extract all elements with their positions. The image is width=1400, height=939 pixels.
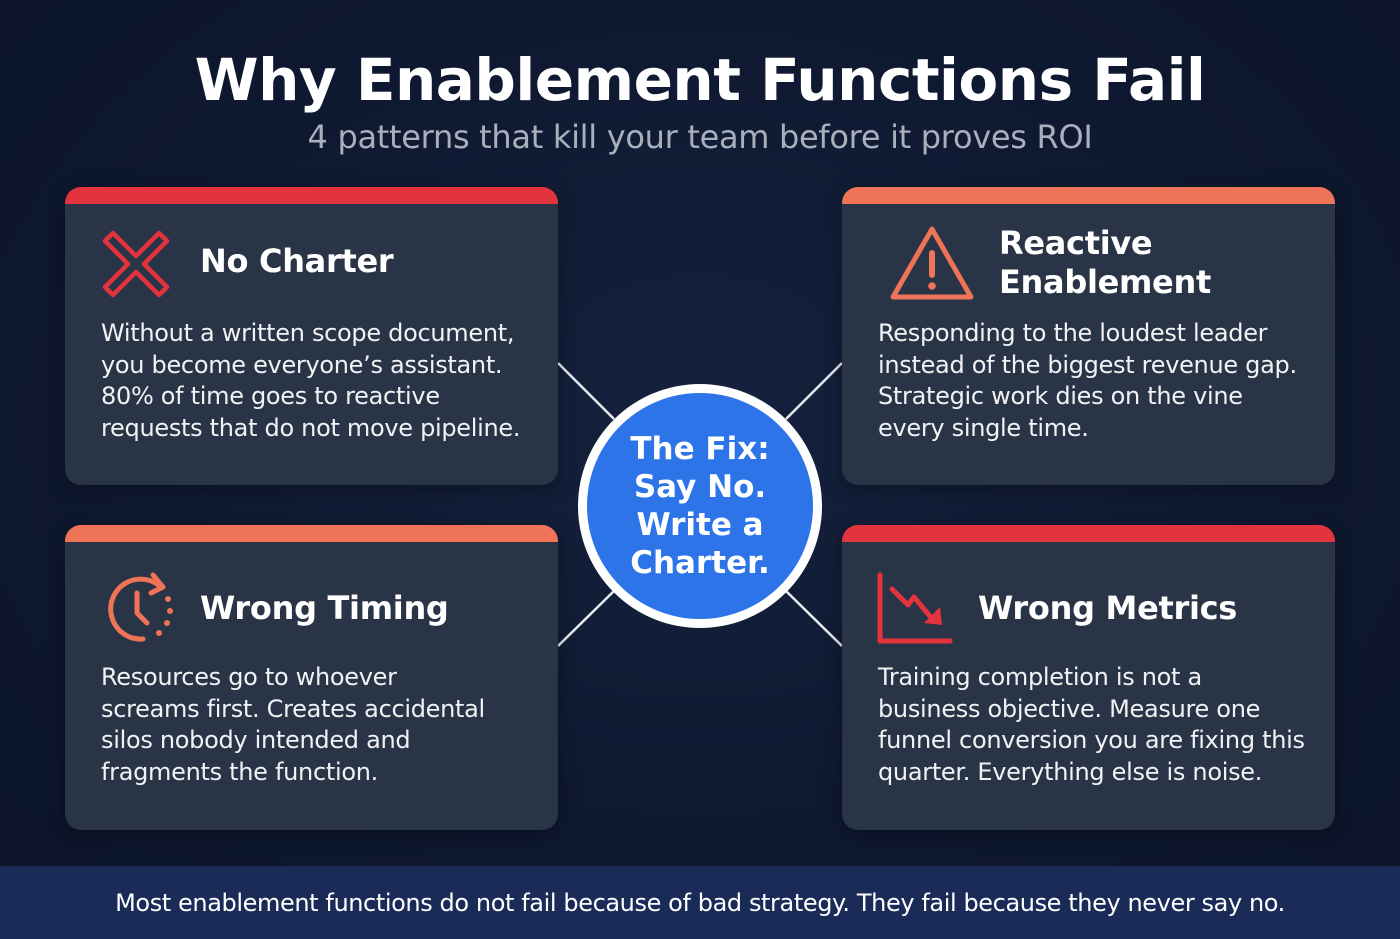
- card-wrong-timing: Wrong Timing Resources go to whoever scr…: [65, 525, 558, 830]
- card-no-charter: No Charter Without a written scope docum…: [65, 187, 558, 485]
- central-fix-hub: The Fix: Say No. Write a Charter.: [578, 384, 822, 628]
- card-title: Reactive Enablement: [999, 224, 1211, 301]
- card-title: No Charter: [200, 242, 394, 280]
- card-wrong-metrics: Wrong Metrics Training completion is not…: [842, 525, 1335, 830]
- card-accent-bar: [842, 525, 1335, 542]
- card-body: Without a written scope document, you be…: [101, 319, 521, 442]
- card-reactive-enablement: Reactive Enablement Responding to the lo…: [842, 187, 1335, 485]
- page-title: Why Enablement Functions Fail: [194, 46, 1206, 114]
- card-accent-bar: [842, 187, 1335, 204]
- trend-down-chart-icon: [877, 572, 953, 644]
- footer-banner: Most enablement functions do not fail be…: [0, 866, 1400, 939]
- hub-text: The Fix: Say No. Write a Charter.: [630, 431, 770, 581]
- card-body: Resources go to whoever screams first. C…: [101, 663, 485, 786]
- card-title: Wrong Metrics: [978, 589, 1238, 627]
- card-title: Wrong Timing: [200, 589, 449, 627]
- hub-circle: The Fix: Say No. Write a Charter.: [587, 393, 813, 619]
- x-icon: [102, 230, 170, 298]
- card-body: Training completion is not a business ob…: [878, 663, 1305, 786]
- footer-text: Most enablement functions do not fail be…: [115, 888, 1285, 917]
- card-accent-bar: [65, 525, 558, 542]
- card-accent-bar: [65, 187, 558, 204]
- clock-refresh-icon: [108, 572, 173, 642]
- page-subtitle: 4 patterns that kill your team before it…: [307, 118, 1093, 156]
- card-body: Responding to the loudest leader instead…: [878, 319, 1297, 442]
- warning-triangle-icon: [890, 226, 974, 300]
